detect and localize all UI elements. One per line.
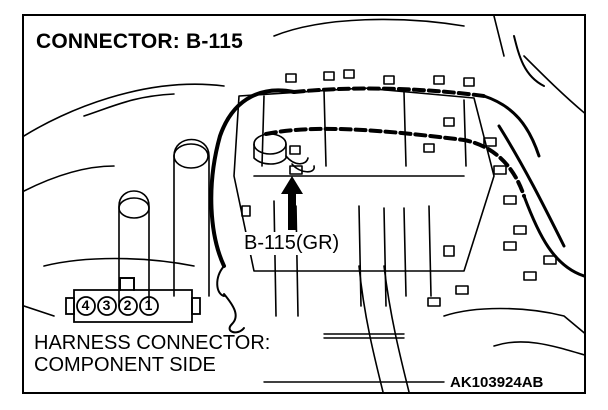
- harness-connectors: [241, 69, 557, 307]
- coolant-hose: [358, 265, 410, 392]
- harness-caption-line1: HARNESS CONNECTOR:: [34, 332, 271, 354]
- wiring-harness: [209, 35, 584, 297]
- pin-number-1: 1: [144, 297, 153, 313]
- intake-runners: [118, 138, 210, 307]
- caption-leader-lines: [263, 333, 445, 383]
- lower-wire-loop: [223, 293, 245, 334]
- pin-number-2: 2: [123, 297, 132, 313]
- pin-number-4: 4: [81, 297, 90, 313]
- engine-bay-illustration: [24, 16, 584, 392]
- harness-caption-line2: COMPONENT SIDE: [34, 354, 216, 376]
- connector-title: CONNECTOR: B-115: [34, 30, 246, 54]
- pointer-arrow: [281, 176, 303, 230]
- connector-callout-label: B-115(GR): [242, 232, 342, 255]
- pin-number-3: 3: [102, 297, 111, 313]
- connector-face: [65, 277, 201, 323]
- engine-bay-outline: [24, 16, 584, 317]
- figure-frame: CONNECTOR: B-115 B-115(GR) 4 3 2 1 HARNE…: [22, 14, 586, 394]
- connector-b115: [289, 163, 315, 175]
- engine-block-right: [443, 307, 584, 356]
- manifold-ribs: [273, 200, 432, 317]
- figure-code: AK103924AB: [448, 374, 546, 391]
